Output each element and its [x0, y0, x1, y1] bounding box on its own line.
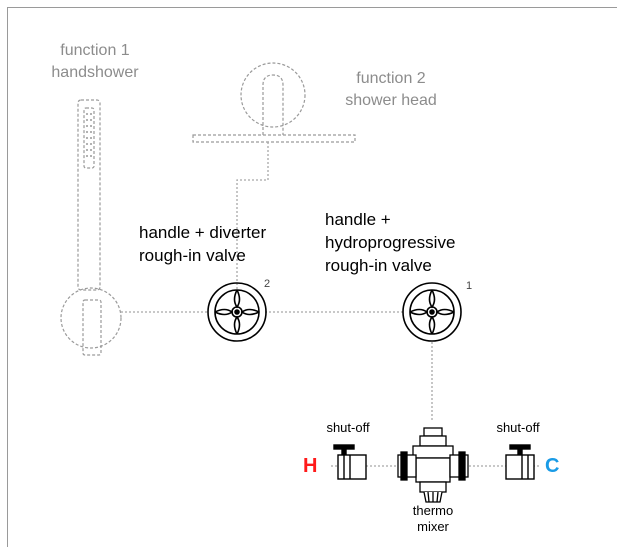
valve1-label: handle + hydroprogressive rough-in valve [325, 208, 495, 277]
valve1-line3: rough-in valve [325, 256, 432, 275]
shutoff-valve-left [333, 444, 367, 480]
valve2-line1: handle + diverter [139, 223, 267, 242]
valve2-label: handle + diverter rough-in valve [139, 221, 299, 267]
handshower-spray-dots [86, 113, 92, 157]
mixer-label: thermo mixer [395, 503, 471, 535]
diagram-frame [7, 7, 617, 547]
valve1-line2: hydroprogressive [325, 233, 456, 252]
valve2-number: 2 [264, 278, 271, 290]
shower-head-drawing [192, 62, 356, 143]
valve-handle-2 [207, 282, 267, 342]
valve1-line1: handle + [325, 210, 391, 229]
handshower-drawing [60, 99, 122, 356]
function1-label: function 1 handshower [40, 40, 150, 84]
thermo-mixer-drawing [397, 427, 469, 503]
shutoff-right-label: shut-off [496, 420, 540, 435]
valve2-line2: rough-in valve [139, 246, 246, 265]
hot-water-label: H [303, 455, 318, 477]
function2-line1: function 2 [356, 70, 426, 87]
mixer-line1: thermo [412, 503, 454, 518]
function2-line2: shower head [345, 92, 437, 109]
cold-water-label: C [545, 455, 560, 477]
mixer-line2: mixer [417, 519, 449, 534]
shutoff-valve-right [505, 444, 535, 480]
valve-handle-1 [402, 282, 462, 342]
function1-line1: function 1 [60, 42, 130, 59]
function2-label: function 2 shower head [330, 68, 452, 112]
valve1-number: 1 [466, 280, 473, 292]
connection-lines [121, 142, 540, 467]
shutoff-left-label: shut-off [326, 420, 370, 435]
function1-line2: handshower [51, 64, 139, 81]
